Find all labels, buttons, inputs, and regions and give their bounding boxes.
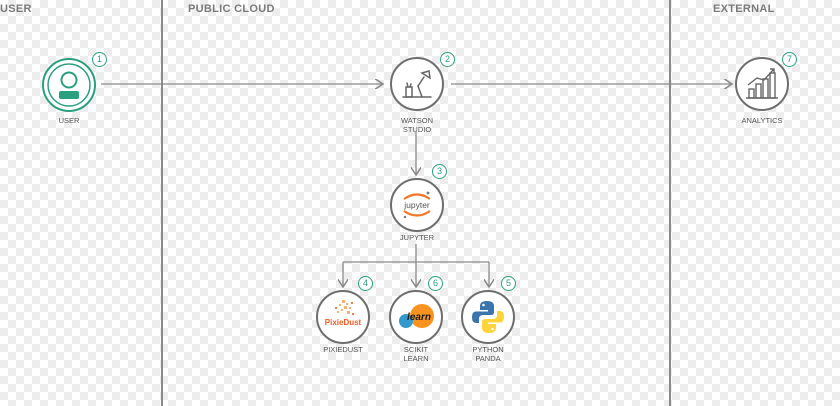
user-icon bbox=[47, 63, 91, 107]
pixiedust-logo-text: PixieDust bbox=[325, 318, 362, 327]
jupyter-logo-icon: jupyter bbox=[403, 191, 431, 219]
watson-caption: WATSON STUDIO bbox=[400, 116, 434, 134]
zone-divider-right bbox=[669, 0, 671, 406]
analytics-circle bbox=[735, 57, 789, 111]
pixiedust-circle: PixieDust bbox=[316, 290, 370, 344]
user-circle bbox=[42, 58, 96, 112]
pixiedust-logo-icon: PixieDust bbox=[325, 300, 362, 327]
scikit-logo-text: learn bbox=[407, 312, 431, 323]
step-badge-4: 4 bbox=[358, 276, 373, 291]
analytics-caption: ANALYTICS bbox=[741, 116, 783, 125]
lamp-desk-icon bbox=[402, 70, 432, 98]
zone-divider-left bbox=[161, 0, 163, 406]
python-logo-icon bbox=[472, 301, 504, 333]
zone-label-user: USER bbox=[0, 3, 32, 15]
watson-circle bbox=[390, 57, 444, 111]
step-badge-6: 6 bbox=[428, 276, 443, 291]
step-badge-3: 3 bbox=[432, 164, 447, 179]
step-badge-7: 7 bbox=[782, 52, 797, 67]
zone-label-external: EXTERNAL bbox=[713, 3, 775, 15]
zone-label-public-cloud: PUBLIC CLOUD bbox=[188, 3, 275, 15]
python-circle bbox=[461, 290, 515, 344]
bar-chart-trend-icon bbox=[746, 68, 778, 99]
step-badge-1: 1 bbox=[92, 52, 107, 67]
jupyter-caption: JUPYTER bbox=[399, 233, 435, 242]
step-badge-2: 2 bbox=[440, 52, 455, 67]
scikit-circle: learn bbox=[389, 290, 443, 344]
step-badge-5: 5 bbox=[501, 276, 516, 291]
scikit-caption: SCIKIT LEARN bbox=[403, 345, 429, 363]
scikit-learn-logo-icon: learn bbox=[399, 304, 434, 328]
python-caption: PYTHON PANDA bbox=[472, 345, 504, 363]
jupyter-logo-text: jupyter bbox=[403, 200, 430, 210]
user-caption: USER bbox=[58, 116, 80, 125]
pixiedust-caption: PIXIEDUST bbox=[323, 345, 363, 354]
jupyter-circle: jupyter bbox=[390, 178, 444, 232]
